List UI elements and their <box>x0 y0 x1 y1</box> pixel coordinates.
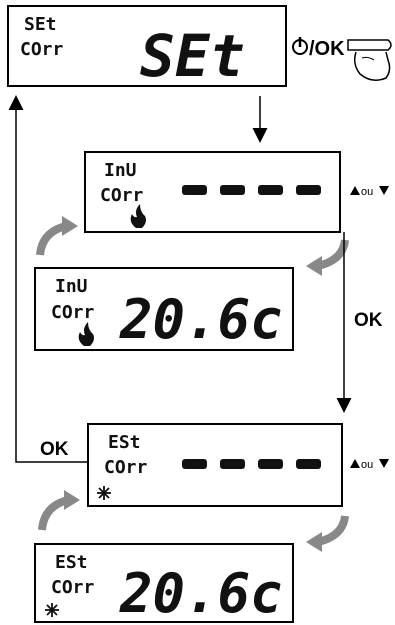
power-ok-label: /OK <box>309 38 345 60</box>
snowflake-icon <box>97 486 111 500</box>
curved-arrow-icon <box>306 240 345 276</box>
lcd-line2: COrr <box>100 185 144 206</box>
power-ok-control[interactable]: /OK <box>293 37 345 60</box>
lcd-main-display: SEt <box>140 22 245 90</box>
lcd-line2: COrr <box>51 577 95 598</box>
ok-label-left: OK <box>40 439 69 460</box>
lcd-line1: ESt <box>55 552 88 573</box>
lcd-line1: SEt <box>24 14 57 35</box>
up-triangle-icon <box>350 459 360 468</box>
lcd-line2: COrr <box>20 39 64 60</box>
curved-arrow-icon <box>306 516 345 552</box>
up-down-control-2[interactable]: ou <box>350 459 389 471</box>
dash-segment <box>182 185 207 195</box>
dash-segment <box>220 459 245 469</box>
down-triangle-icon <box>379 186 389 195</box>
curved-arrow-icon <box>42 490 80 530</box>
dash-segment <box>296 459 321 469</box>
dash-segment <box>182 459 207 469</box>
ok-label-right: OK <box>354 310 383 331</box>
lcd-main-display: 20.6c <box>119 288 283 351</box>
dash-segment <box>258 185 283 195</box>
lcd-screen-est-value: ESt COrr 20.6c <box>35 544 293 625</box>
ou-label: ou <box>361 459 373 471</box>
dash-segment <box>296 185 321 195</box>
power-icon <box>293 37 307 54</box>
lcd-screen-inv-dash: InU COrr <box>85 152 340 232</box>
dash-segment <box>220 185 245 195</box>
down-triangle-icon <box>379 459 389 468</box>
lcd-line2: COrr <box>104 457 148 478</box>
lcd-screen-est-dash: ESt COrr <box>88 424 342 506</box>
curved-arrow-icon <box>40 216 78 255</box>
lcd-screen-inv-value: InU COrr 20.6c <box>35 268 293 351</box>
lcd-line1: ESt <box>108 432 141 453</box>
lcd-line1: InU <box>55 276 88 297</box>
lcd-main-display: 20.6c <box>119 562 283 625</box>
up-down-control-1[interactable]: ou <box>350 186 389 198</box>
dash-segment <box>258 459 283 469</box>
lcd-line1: InU <box>104 160 137 181</box>
snowflake-icon <box>45 603 59 617</box>
lcd-screen-set: SEt COrr SEt <box>8 6 286 90</box>
lcd-line2: COrr <box>51 302 95 323</box>
up-triangle-icon <box>350 186 360 195</box>
finger-press-icon <box>348 40 391 80</box>
ou-label: ou <box>361 186 373 198</box>
